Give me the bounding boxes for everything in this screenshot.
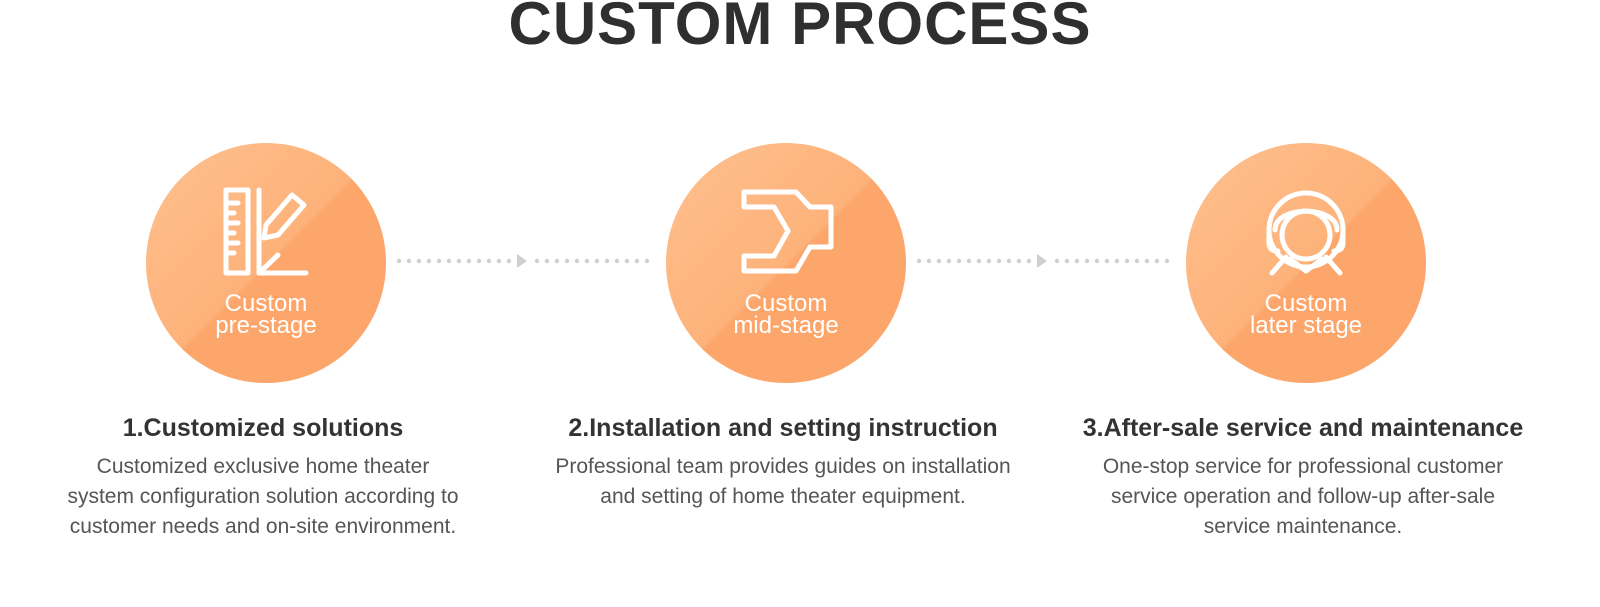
headset-support-icon bbox=[1266, 190, 1346, 276]
wrench-icon bbox=[741, 189, 834, 274]
step-heading: 3.After-sale service and maintenance bbox=[1082, 414, 1524, 442]
step-label: Custom mid-stage bbox=[733, 290, 839, 339]
step-description: Customized exclusive home theater system… bbox=[67, 455, 459, 538]
step-circle-mid-stage: Custom mid-stage bbox=[666, 143, 906, 383]
step-label: Custom later stage bbox=[1249, 290, 1363, 339]
page-title: CUSTOM PROCESS bbox=[508, 0, 1092, 57]
dotted-arrow-connector bbox=[916, 254, 1170, 268]
step-description: One-stop service for professional custom… bbox=[1102, 455, 1504, 538]
step-heading: 2.Installation and setting instruction bbox=[568, 414, 998, 442]
step-circle-pre-stage: Custom pre-stage bbox=[146, 143, 386, 383]
ruler-pencil-icon bbox=[223, 187, 309, 276]
step-description: Professional team provides guides on ins… bbox=[555, 455, 1011, 508]
step-heading: 1.Customized solutions bbox=[122, 414, 404, 442]
dotted-arrow-connector bbox=[396, 254, 650, 268]
step-circle-later-stage: Custom later stage bbox=[1186, 143, 1426, 383]
step-label: Custom pre-stage bbox=[215, 290, 317, 339]
